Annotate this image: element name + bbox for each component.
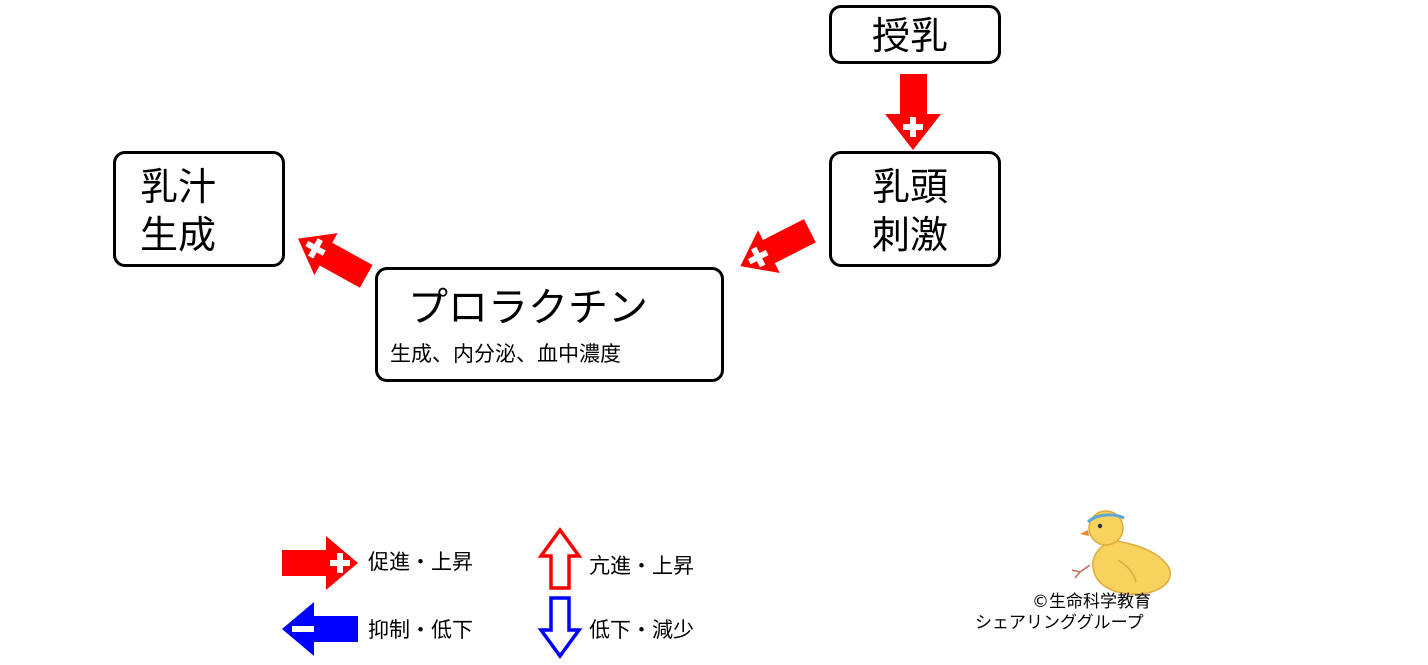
plus-icon	[305, 238, 326, 259]
plus-icon	[747, 246, 769, 268]
prolactin-node: プロラクチン 生成、内分泌、血中濃度	[375, 267, 724, 382]
legend-enhance-label: 亢進・上昇	[589, 554, 694, 578]
chick-mascot-icon	[1071, 510, 1171, 595]
nipple-stimulation-line1: 乳頭	[872, 165, 949, 209]
legend-promote-label: 促進・上昇	[368, 550, 473, 574]
milk-production-line1: 乳汁	[140, 165, 217, 209]
suckling-node: 授乳	[829, 5, 1001, 64]
legend-enhance-arrow-icon	[537, 527, 583, 590]
milk-production-node: 乳汁 生成	[113, 151, 285, 267]
legend-decrease-label: 低下・減少	[589, 618, 694, 642]
prolactin-detail: 生成、内分泌、血中濃度	[390, 342, 621, 366]
credit-line1: ©生命科学教育	[1032, 592, 1151, 612]
legend-suppress-label: 抑制・低下	[368, 618, 473, 642]
plus-icon	[903, 117, 923, 137]
legend-promote-arrow-icon	[282, 536, 358, 590]
credit-line2: シェアリンググループ	[975, 613, 1144, 633]
promote-arrow-prolactin-to-milk	[298, 233, 373, 288]
milk-production-line2: 生成	[140, 213, 217, 257]
promote-arrow-suckling-to-nipple	[885, 74, 941, 150]
legend-suppress-arrow-icon	[282, 602, 358, 656]
promote-arrow-nipple-to-prolactin	[740, 219, 816, 274]
nipple-stimulation-node: 乳頭 刺激	[829, 151, 1001, 267]
suckling-label: 授乳	[872, 14, 949, 58]
legend-decrease-arrow-icon	[537, 596, 583, 659]
nipple-stimulation-line2: 刺激	[872, 213, 949, 257]
prolactin-title: プロラクチン	[408, 285, 648, 331]
